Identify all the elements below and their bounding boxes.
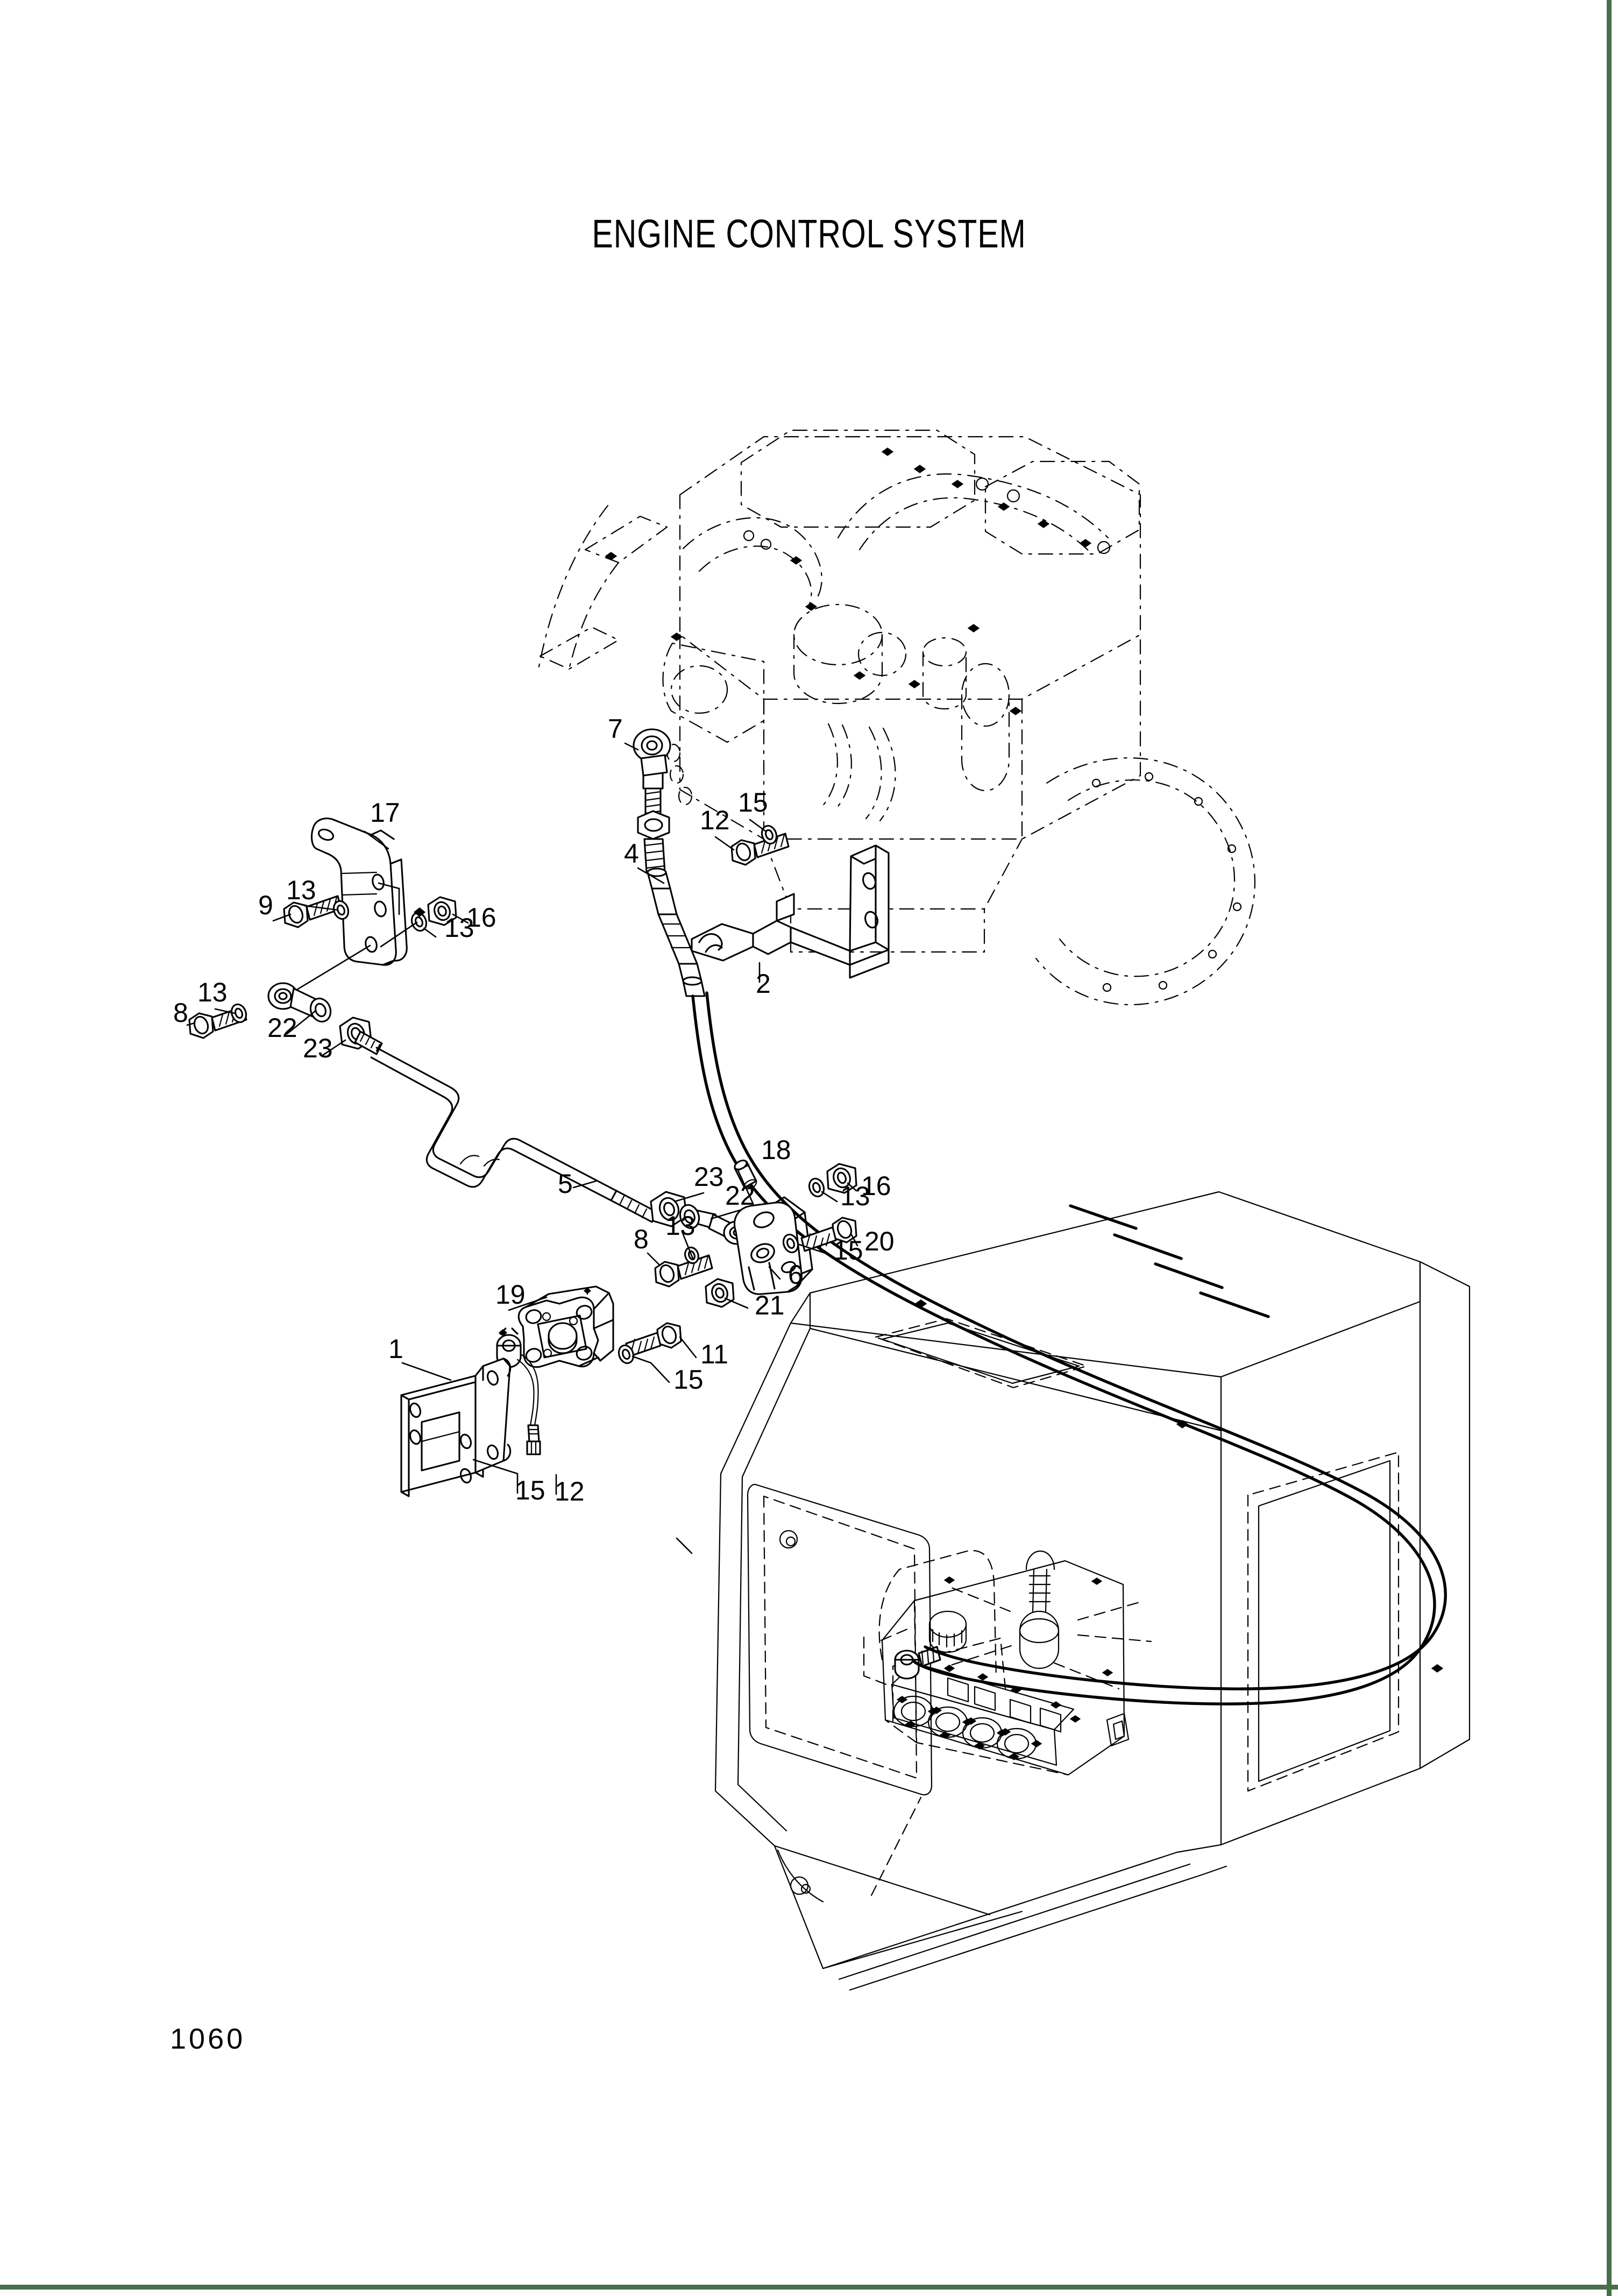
callout-20: 20: [864, 1226, 895, 1256]
callout-13b: 13: [197, 977, 228, 1007]
scan-border-right: [1607, 0, 1612, 2296]
part-15-spring-washer-b: [618, 1344, 635, 1364]
callout-21: 21: [755, 1290, 785, 1320]
callout-15a: 15: [738, 787, 768, 818]
callout-12b: 12: [555, 1476, 585, 1506]
callout-1: 1: [388, 1334, 403, 1364]
callout-13e: 13: [840, 1181, 870, 1211]
part-22-rod-end-ball-joint-a: [267, 982, 332, 1023]
callout-7: 7: [608, 714, 623, 744]
part-8-hex-bolt-b: [654, 1254, 713, 1288]
callout-5: 5: [558, 1169, 573, 1199]
part-13-spring-washer-e: [410, 907, 428, 932]
callout-22b: 22: [725, 1181, 755, 1211]
part-19-actuator-housing: [517, 1285, 614, 1368]
callout-16b: 16: [861, 1171, 891, 1201]
part-5-control-rod-bent: [354, 1030, 658, 1223]
callout-11: 11: [700, 1339, 728, 1369]
part-13-spring-washer-d: [808, 1177, 825, 1198]
callout-18: 18: [761, 1135, 791, 1165]
control-console-phantom: [863, 1550, 1152, 1776]
part-15-spring-washer-a: [761, 824, 778, 845]
part-16-hex-nut-b: [826, 1163, 857, 1194]
part-1-mounting-plate-bracket: [400, 1357, 512, 1497]
engine-assembly-phantom: [537, 429, 1255, 1006]
part-12-hex-bolt-a: [730, 833, 790, 866]
callout-9: 9: [258, 890, 273, 920]
page-number: 1060: [170, 2023, 246, 2055]
part-13-spring-washer-a: [332, 900, 350, 920]
callout-8b: 8: [634, 1224, 649, 1254]
callout-17: 17: [370, 798, 400, 828]
callout-13c: 13: [444, 913, 474, 943]
callout-23a: 23: [303, 1033, 333, 1063]
part-13-spring-washer-b: [230, 1003, 247, 1023]
part-11-hex-bolt: [625, 1322, 682, 1357]
callout-13a: 13: [286, 875, 316, 905]
callout-2: 2: [756, 969, 771, 999]
scan-border-bottom: [0, 2285, 1618, 2290]
callout-4: 4: [624, 838, 639, 869]
leader-lines: [186, 742, 858, 1554]
operator-cab-phantom: [714, 1191, 1471, 1991]
callout-8a: 8: [173, 998, 188, 1028]
part-16-hex-nut-a: [427, 896, 457, 926]
part-20-hex-bolt: [800, 1217, 857, 1252]
callout-numbers: 17 9 13 13 16 8 13 22 23 7 4 12 15 2 5 2…: [173, 714, 895, 1506]
callout-15d: 15: [833, 1235, 863, 1266]
callout-23b: 23: [694, 1162, 724, 1192]
page-title: ENGINE CONTROL SYSTEM: [592, 211, 1026, 256]
part-17-mounting-bracket-angled: [310, 818, 408, 966]
callout-12a: 12: [700, 805, 730, 835]
part-7-rod-end-ball-joint: [633, 728, 671, 777]
part-15-spring-washer-d: [782, 1233, 799, 1254]
callout-16a: 16: [466, 902, 496, 933]
callout-19: 19: [495, 1279, 526, 1310]
callout-22a: 22: [267, 1013, 297, 1043]
part-21-hex-nut: [705, 1278, 735, 1308]
callout-13d: 13: [665, 1211, 696, 1241]
callout-6: 6: [788, 1260, 803, 1290]
callout-15b: 15: [673, 1364, 704, 1395]
callout-15c: 15: [515, 1475, 545, 1505]
part-2-cable-support-bracket: [691, 844, 890, 979]
